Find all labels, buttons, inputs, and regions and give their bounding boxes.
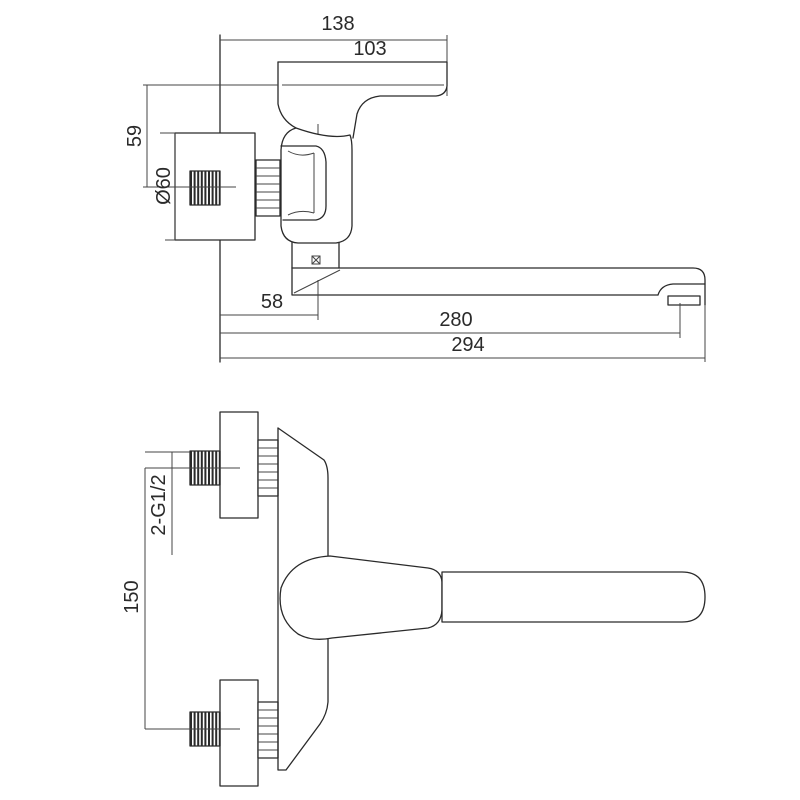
handle-lever-front <box>277 61 297 129</box>
spout-collar-mark-cross <box>311 255 321 265</box>
dimension-60-label: Ø60 <box>153 167 175 205</box>
connector-bottom-ribs <box>258 709 278 751</box>
cartridge-body <box>280 127 353 244</box>
spout-joint-line <box>293 269 341 294</box>
dimension-59-extensions <box>143 84 278 188</box>
spout-collar <box>291 241 340 269</box>
dimension-thread-label: 2-G1/2 <box>148 474 170 535</box>
dimension-294-label: 294 <box>451 334 484 356</box>
flange-extension-lines <box>160 132 175 241</box>
centerlines-front <box>182 467 240 730</box>
wall-flange-top <box>219 411 259 519</box>
spout-bottom-edge <box>291 267 659 296</box>
connector-top-ribs <box>258 447 278 489</box>
dimension-103-label: 103 <box>353 38 386 60</box>
aerator <box>667 295 701 306</box>
connector-side <box>255 159 281 217</box>
connector-ribs <box>256 167 280 209</box>
side-view: 138 103 59 Ø60 <box>124 13 706 363</box>
mixer-body-lower <box>277 427 329 771</box>
spout-top-edge <box>291 267 706 306</box>
cartridge-inner-panel <box>280 145 327 221</box>
dimension-150-extensions <box>145 467 190 730</box>
handle-base <box>279 555 443 640</box>
thread-outline-side <box>189 170 221 206</box>
front-view: 2-G1/2 150 <box>121 411 706 787</box>
handle-lever-outline <box>277 61 448 139</box>
dimension-150-label: 150 <box>121 580 143 613</box>
mixer-body-upper <box>277 427 329 557</box>
spout-tip-curve <box>657 283 706 296</box>
wall-flange-bottom <box>219 679 259 787</box>
dimension-138-label: 138 <box>321 13 354 35</box>
dimension-280-label: 280 <box>439 309 472 331</box>
handle-lever-front <box>441 571 706 623</box>
spout-collar-mark <box>311 255 321 265</box>
dimension-59-label: 59 <box>124 125 146 147</box>
cartridge-detail <box>287 150 315 216</box>
dimension-58-label: 58 <box>261 291 283 313</box>
